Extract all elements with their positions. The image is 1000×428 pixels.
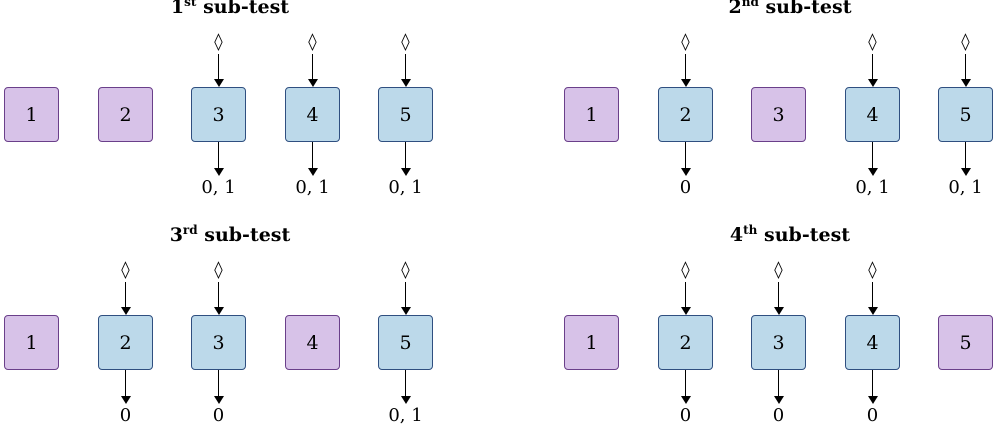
unit-box-1: 1 [564, 315, 619, 370]
diamond-input-symbol: ◊ [868, 260, 877, 280]
unit-box-2: 2 [98, 87, 153, 142]
output-arrow [867, 370, 878, 404]
input-arrow [400, 282, 411, 315]
subtest-ordinal: 3 [169, 224, 183, 246]
subtest-label: sub-test [204, 224, 291, 246]
subtest-title: 2nd sub-test [560, 0, 1000, 18]
subtest-title: 3rd sub-test [0, 224, 460, 246]
subtest-title: 1st sub-test [0, 0, 460, 18]
input-arrow [120, 282, 131, 315]
diamond-input-symbol: ◊ [214, 32, 223, 52]
subtest-title: 4th sub-test [560, 224, 1000, 246]
input-arrow [680, 54, 691, 87]
output-value: 0 [679, 177, 692, 198]
unit-box-5: 5 [378, 87, 433, 142]
diamond-input-symbol: ◊ [774, 260, 783, 280]
unit-box-1: 1 [564, 87, 619, 142]
unit-box-5: 5 [938, 87, 993, 142]
unit-box-5: 5 [938, 315, 993, 370]
output-arrow [213, 142, 224, 176]
output-value: 0, 1 [388, 177, 423, 198]
output-value: 0 [866, 405, 879, 426]
unit-box-1: 1 [4, 87, 59, 142]
unit-box-4: 4 [285, 315, 340, 370]
diamond-input-symbol: ◊ [308, 32, 317, 52]
unit-box-2: 2 [658, 315, 713, 370]
diamond-input-symbol: ◊ [401, 260, 410, 280]
diamond-input-symbol: ◊ [681, 32, 690, 52]
unit-box-5: 5 [378, 315, 433, 370]
input-arrow [867, 282, 878, 315]
unit-box-4: 4 [285, 87, 340, 142]
diamond-input-symbol: ◊ [868, 32, 877, 52]
subtest-ordinal: 2 [728, 0, 742, 18]
output-value: 0, 1 [855, 177, 890, 198]
diamond-input-symbol: ◊ [401, 32, 410, 52]
subtest-ordinal-suffix: rd [182, 223, 198, 237]
unit-box-3: 3 [191, 315, 246, 370]
subtest-ordinal-suffix: nd [741, 0, 759, 9]
output-value: 0, 1 [948, 177, 983, 198]
input-arrow [400, 54, 411, 87]
unit-box-2: 2 [98, 315, 153, 370]
diamond-input-symbol: ◊ [121, 260, 130, 280]
output-value: 0 [212, 405, 225, 426]
output-value: 0 [772, 405, 785, 426]
output-value: 0, 1 [201, 177, 236, 198]
unit-box-3: 3 [751, 315, 806, 370]
output-value: 0 [679, 405, 692, 426]
diamond-input-symbol: ◊ [961, 32, 970, 52]
output-value: 0 [119, 405, 132, 426]
subtest-ordinal: 4 [729, 224, 744, 246]
unit-box-4: 4 [845, 87, 900, 142]
output-arrow [213, 370, 224, 404]
output-arrow [960, 142, 971, 176]
input-arrow [960, 54, 971, 87]
output-arrow [307, 142, 318, 176]
unit-box-1: 1 [4, 315, 59, 370]
unit-box-4: 4 [845, 315, 900, 370]
output-arrow [680, 370, 691, 404]
output-arrow [867, 142, 878, 176]
diamond-input-symbol: ◊ [214, 260, 223, 280]
input-arrow [773, 282, 784, 315]
unit-box-3: 3 [191, 87, 246, 142]
unit-box-2: 2 [658, 87, 713, 142]
input-arrow [307, 54, 318, 87]
output-arrow [120, 370, 131, 404]
output-value: 0, 1 [388, 405, 423, 426]
output-arrow [680, 142, 691, 176]
unit-box-3: 3 [751, 87, 806, 142]
subtest-label: sub-test [765, 0, 852, 18]
diamond-input-symbol: ◊ [681, 260, 690, 280]
input-arrow [213, 54, 224, 87]
subtest-label: sub-test [764, 224, 851, 246]
subtest-ordinal-suffix: th [743, 223, 758, 237]
output-arrow [400, 370, 411, 404]
input-arrow [213, 282, 224, 315]
subtest-ordinal: 1 [170, 0, 185, 18]
output-arrow [400, 142, 411, 176]
input-arrow [680, 282, 691, 315]
output-arrow [773, 370, 784, 404]
input-arrow [867, 54, 878, 87]
subtest-label: sub-test [203, 0, 290, 18]
subtest-ordinal-suffix: st [184, 0, 197, 9]
output-value: 0, 1 [295, 177, 330, 198]
